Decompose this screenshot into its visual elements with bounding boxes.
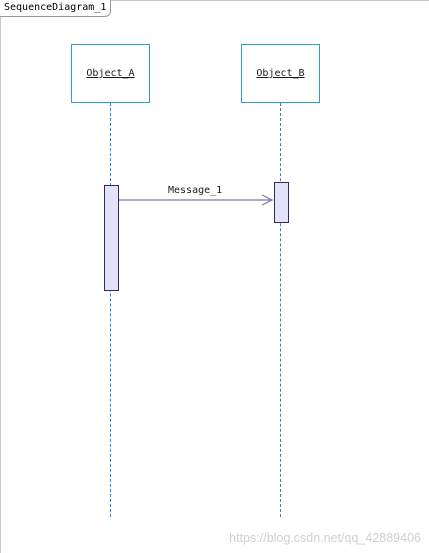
activation-object-b[interactable] (274, 182, 289, 223)
lifeline-object-b-name: Object_B (256, 68, 305, 79)
activation-object-a[interactable] (104, 185, 119, 291)
lifeline-object-a-name: Object_A (86, 68, 135, 79)
message-1-label: Message_1 (168, 185, 223, 196)
lifeline-object-b-line (280, 103, 281, 517)
lifeline-object-a-line (110, 103, 111, 517)
watermark: https://blog.csdn.net/qq_42889406 (229, 531, 421, 545)
lifeline-object-b[interactable]: Object_B (241, 44, 320, 103)
lifeline-object-a[interactable]: Object_A (71, 44, 150, 103)
diagram-frame-label: SequenceDiagram_1 (0, 0, 112, 17)
